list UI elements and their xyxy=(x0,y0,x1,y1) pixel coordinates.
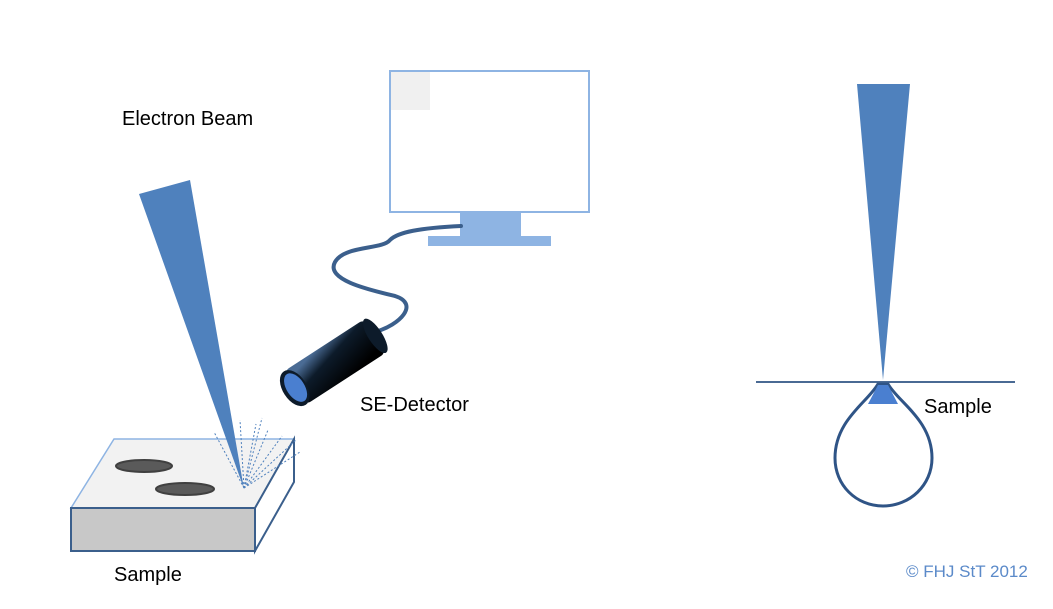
sample-block xyxy=(69,435,296,555)
electron-beam-cone xyxy=(139,180,244,489)
copyright-label: © FHJ StT 2012 xyxy=(906,562,1028,581)
sample-hole xyxy=(155,482,215,496)
sample-side-face xyxy=(254,435,295,555)
sample-label-right: Sample xyxy=(924,396,992,418)
monitor-screen-corner xyxy=(391,72,430,110)
interaction-volume-bulb xyxy=(833,382,934,508)
sample-hole xyxy=(115,459,173,473)
monitor-neck xyxy=(460,212,521,236)
sample-front-face xyxy=(70,507,256,552)
se-detector-icon xyxy=(279,318,388,407)
se-detector-label: SE-Detector xyxy=(360,394,469,416)
monitor-icon xyxy=(389,70,590,246)
electron-beam-label: Electron Beam xyxy=(122,108,254,130)
sample-label-left: Sample xyxy=(114,564,182,586)
monitor-base xyxy=(428,236,551,246)
electron-beam-cone-right xyxy=(857,84,910,380)
detector-cable xyxy=(331,224,463,334)
